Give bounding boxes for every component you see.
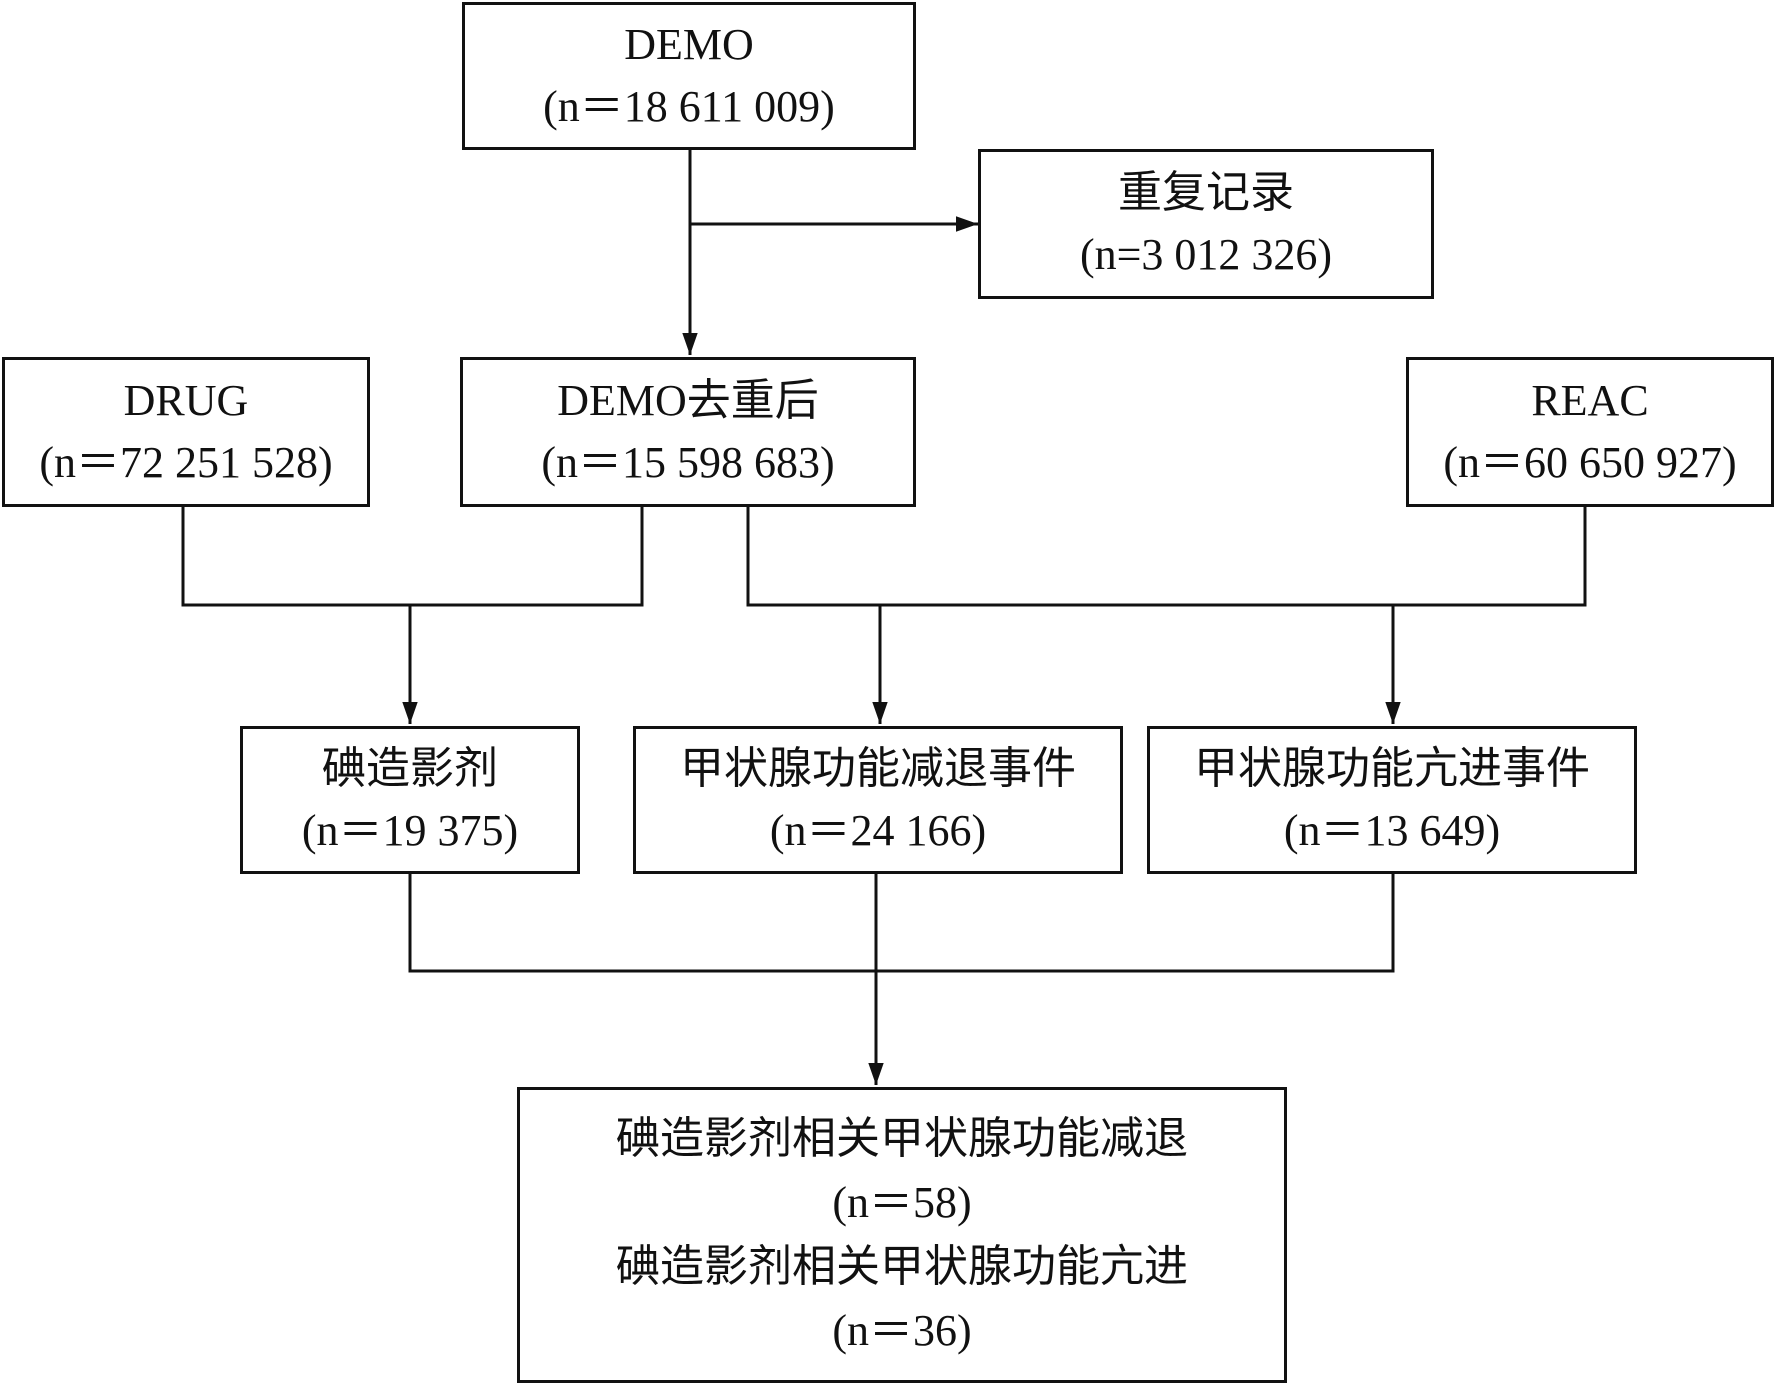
- node-reac-count: (n＝60 650 927): [1443, 438, 1737, 487]
- edge-middle-merge: [408, 873, 1395, 973]
- node-reac-label: REAC: [1531, 376, 1649, 426]
- node-drug-label: DRUG: [123, 376, 249, 426]
- node-demo-count: (n＝18 611 009): [543, 82, 835, 131]
- node-hyper-events-label: 甲状腺功能亢进事件: [1194, 744, 1590, 794]
- node-demo-dedup-count: (n＝15 598 683): [541, 438, 835, 487]
- node-hypo-events-count: (n＝24 166): [769, 806, 987, 855]
- node-hypo-events-label: 甲状腺功能减退事件: [680, 744, 1076, 794]
- node-hyper-events-count: (n＝13 649): [1283, 806, 1501, 855]
- node-duplicates-label: 重复记录: [1118, 168, 1294, 218]
- edge-drug-dedup-merge: [181, 507, 644, 607]
- edge-dedup-reac-merge: [746, 507, 1587, 607]
- node-result-line1: 碘造影剂相关甲状腺功能减退: [616, 1114, 1188, 1164]
- node-drug: DRUG (n＝72 251 528): [2, 357, 370, 507]
- node-result-count2: (n＝36): [832, 1305, 972, 1355]
- node-contrast-count: (n＝19 375): [301, 806, 519, 855]
- node-demo-dedup-label: DEMO去重后: [557, 376, 819, 426]
- node-demo: DEMO (n＝18 611 009): [462, 2, 916, 150]
- node-demo-dedup: DEMO去重后 (n＝15 598 683): [460, 357, 916, 507]
- node-demo-label: DEMO: [624, 20, 754, 70]
- node-result-line2: 碘造影剂相关甲状腺功能亢进: [616, 1242, 1188, 1291]
- node-duplicates-count: (n=3 012 326): [1079, 230, 1333, 279]
- node-reac: REAC (n＝60 650 927): [1406, 357, 1774, 507]
- node-drug-count: (n＝72 251 528): [39, 438, 333, 487]
- node-result: 碘造影剂相关甲状腺功能减退 (n＝58) 碘造影剂相关甲状腺功能亢进 (n＝36…: [517, 1087, 1287, 1383]
- node-hypo-events: 甲状腺功能减退事件 (n＝24 166): [633, 726, 1123, 874]
- node-result-count1: (n＝58): [832, 1178, 972, 1228]
- node-contrast: 碘造影剂 (n＝19 375): [240, 726, 580, 874]
- node-contrast-label: 碘造影剂: [322, 744, 498, 794]
- node-hyper-events: 甲状腺功能亢进事件 (n＝13 649): [1147, 726, 1637, 874]
- node-duplicates: 重复记录 (n=3 012 326): [978, 149, 1434, 299]
